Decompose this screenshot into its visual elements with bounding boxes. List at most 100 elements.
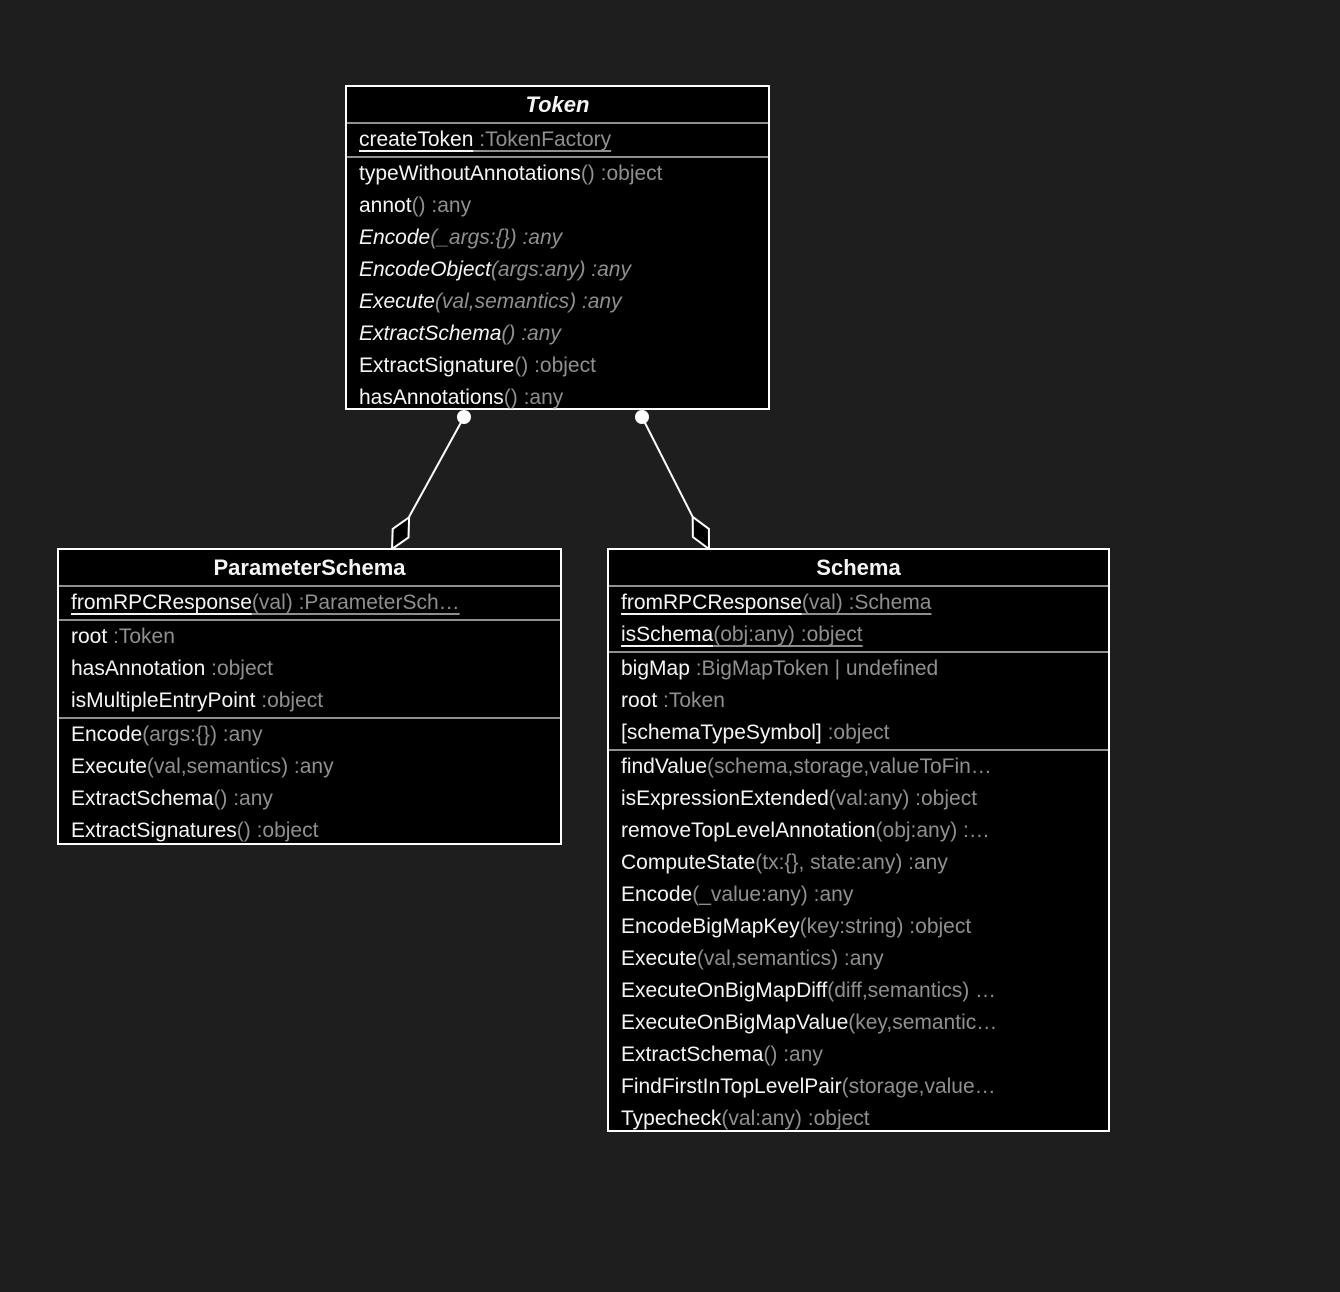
aggregation-line (408, 416, 465, 518)
member-signature: (schema,storage,valueToFin… (707, 755, 992, 778)
member-name: hasAnnotation (71, 657, 206, 680)
member-name: isSchema (621, 623, 714, 646)
member-hasannotations[interactable]: hasAnnotations() :any (347, 382, 768, 414)
member-createtoken[interactable]: createToken :TokenFactory (347, 124, 768, 156)
member-name: ExtractSignature (359, 354, 515, 377)
member-findfirstintoplevelpair[interactable]: FindFirstInTopLevelPair(storage,value… (609, 1071, 1108, 1103)
member-execute[interactable]: Execute(val,semantics) :any (59, 751, 560, 783)
member-signature: () :any (503, 386, 564, 409)
member-typewithoutannotations[interactable]: typeWithoutAnnotations() :object (347, 158, 768, 190)
member-extractschema[interactable]: ExtractSchema() :any (59, 783, 560, 815)
member-fromrpcresponse[interactable]: fromRPCResponse(val) :ParameterSch… (59, 587, 560, 619)
member-signature: (val) :Schema (801, 591, 932, 614)
member-name: Execute (71, 755, 147, 778)
member-isexpressionextended[interactable]: isExpressionExtended(val:any) :object (609, 783, 1108, 815)
member-name: EncodeObject (359, 258, 491, 281)
member-name: hasAnnotations (359, 386, 504, 409)
member-extractschema[interactable]: ExtractSchema() :any (347, 318, 768, 350)
member-root[interactable]: root :Token (59, 621, 560, 653)
member-signature: (obj:any) :object (713, 623, 863, 646)
member-signature: (args:any) :any (490, 258, 631, 281)
member-name: root (71, 625, 108, 648)
member-signature: () :object (236, 819, 319, 842)
member-name: ExtractSchema (359, 322, 502, 345)
member-name: ExtractSchema (71, 787, 214, 810)
member-bigmap[interactable]: bigMap :BigMapToken | undefined (609, 653, 1108, 685)
aggregation-diamond-icon (691, 514, 711, 551)
member-name: Typecheck (621, 1107, 722, 1130)
member-executeonbigmapdiff[interactable]: ExecuteOnBigMapDiff(diff,semantics) … (609, 975, 1108, 1007)
member-encode[interactable]: Encode(args:{}) :any (59, 719, 560, 751)
member-root[interactable]: root :Token (609, 685, 1108, 717)
class-parameterschema[interactable]: ParameterSchema fromRPCResponse(val) :Pa… (57, 548, 562, 845)
member-signature: (tx:{}, state:any) :any (755, 851, 948, 874)
member-name: ExecuteOnBigMapDiff (621, 979, 828, 1002)
member-fromrpcresponse[interactable]: fromRPCResponse(val) :Schema (609, 587, 1108, 619)
member-signature: (diff,semantics) … (827, 979, 997, 1002)
member-signature: (args:{}) :any (142, 723, 263, 746)
member-name: ExtractSignatures (71, 819, 237, 842)
aggregation-connector-parameterschema (390, 410, 471, 551)
member-encode[interactable]: Encode(_args:{}) :any (347, 222, 768, 254)
member-name: isExpressionExtended (621, 787, 829, 810)
member-section: createToken :TokenFactory (347, 124, 768, 156)
member-signature: :object (255, 689, 324, 712)
member-name: findValue (621, 755, 708, 778)
member-signature: (_value:any) :any (692, 883, 854, 906)
member-signature: () :any (213, 787, 273, 810)
member-name: ExecuteOnBigMapValue (621, 1011, 849, 1034)
member-execute[interactable]: Execute(val,semantics) :any (609, 943, 1108, 975)
member-name: typeWithoutAnnotations (359, 162, 581, 185)
member-name: ExtractSchema (621, 1043, 764, 1066)
member-name: ComputeState (621, 851, 756, 874)
member-extractsignature[interactable]: ExtractSignature() :object (347, 350, 768, 382)
member-name: [schemaTypeSymbol] (621, 721, 822, 744)
class-members: fromRPCResponse(val) :ParameterSch…root … (59, 587, 560, 847)
member-encode[interactable]: Encode(_value:any) :any (609, 879, 1108, 911)
member-extractschema[interactable]: ExtractSchema() :any (609, 1039, 1108, 1071)
member-name: fromRPCResponse (621, 591, 802, 614)
member-signature: (val) :ParameterSch… (251, 591, 460, 614)
member-name: fromRPCResponse (71, 591, 252, 614)
member-signature: (val,semantics) :any (434, 290, 622, 313)
member-encodebigmapkey[interactable]: EncodeBigMapKey(key:string) :object (609, 911, 1108, 943)
aggregation-line (641, 416, 694, 518)
member-typecheck[interactable]: Typecheck(val:any) :object (609, 1103, 1108, 1135)
member-signature: :object (205, 657, 273, 680)
member-section: fromRPCResponse(val) :ParameterSch… (59, 587, 560, 619)
member-removetoplevelannotation[interactable]: removeTopLevelAnnotation(obj:any) :… (609, 815, 1108, 847)
aggregation-diamond-icon (390, 515, 411, 551)
member-name: Encode (71, 723, 143, 746)
class-title: Schema (609, 550, 1108, 587)
member-execute[interactable]: Execute(val,semantics) :any (347, 286, 768, 318)
member-signature: () :object (514, 354, 596, 377)
member-schematypesymbol[interactable]: [schemaTypeSymbol] :object (609, 717, 1108, 749)
member-findvalue[interactable]: findValue(schema,storage,valueToFin… (609, 751, 1108, 783)
member-computestate[interactable]: ComputeState(tx:{}, state:any) :any (609, 847, 1108, 879)
member-annot[interactable]: annot() :any (347, 190, 768, 222)
member-encodeobject[interactable]: EncodeObject(args:any) :any (347, 254, 768, 286)
member-signature: :Token (107, 625, 175, 648)
member-signature: :object (821, 721, 890, 744)
member-hasannotation[interactable]: hasAnnotation :object (59, 653, 560, 685)
member-signature: (key,semantic… (848, 1011, 998, 1034)
member-signature: (key:string) :object (799, 915, 972, 938)
member-signature: () :any (411, 194, 472, 217)
member-extractsignatures[interactable]: ExtractSignatures() :object (59, 815, 560, 847)
member-executeonbigmapvalue[interactable]: ExecuteOnBigMapValue(key,semantic… (609, 1007, 1108, 1039)
member-isschema[interactable]: isSchema(obj:any) :object (609, 619, 1108, 651)
member-name: EncodeBigMapKey (621, 915, 800, 938)
member-signature: (val,semantics) :any (696, 947, 884, 970)
member-section: findValue(schema,storage,valueToFin…isEx… (609, 749, 1108, 1135)
member-signature: (_args:{}) :any (430, 226, 563, 249)
member-signature: (storage,value… (841, 1075, 996, 1098)
member-ismultipleentrypoint[interactable]: isMultipleEntryPoint :object (59, 685, 560, 717)
member-name: isMultipleEntryPoint (71, 689, 256, 712)
